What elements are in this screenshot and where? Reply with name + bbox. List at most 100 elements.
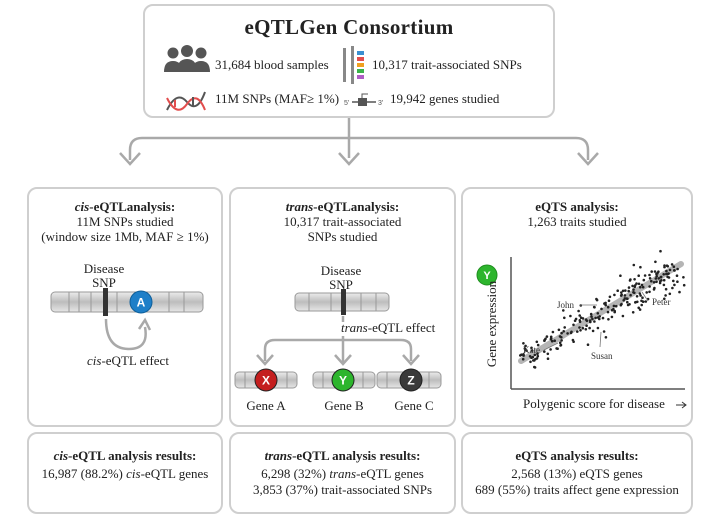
scatter-point [673,269,676,272]
scatter-point [596,316,600,319]
scatter-point [650,279,653,283]
scatter-point [627,286,631,289]
scatter-point [652,281,656,284]
scatter-point [662,273,665,276]
scatter-point [670,263,674,266]
trans-snp-marker [341,289,346,315]
cis-snp-label-1: Disease [83,261,125,276]
dna-icon [166,91,206,111]
scatter-point [682,283,686,287]
scatter-point [638,292,642,295]
scatter-point [654,277,658,280]
scatter-point [662,278,666,282]
scatter-point [632,288,635,291]
scatter-point [560,331,563,335]
scatter-point [544,337,547,341]
scatter-point [608,295,612,299]
stat-blood-samples: 31,684 blood samples [215,57,329,72]
stat-trait-snps: 10,317 trait-associated SNPs [372,57,522,72]
scatter-point [525,349,528,352]
trans-effect-italic: trans [341,320,368,335]
trans-results-line1: 6,298 (32%) trans-eQTL genes [231,466,454,482]
scatter-point [596,312,600,315]
scatter-point [558,335,562,338]
trans-gene-a-badge-letter: X [262,374,270,388]
scatter-point [663,265,666,269]
cis-panel-line2: (window size 1Mb, MAF ≥ 1%) [41,229,209,244]
scatter-point [638,308,642,311]
scatter-point [579,304,583,307]
scatter-point [588,326,591,330]
trans-results-line2: 3,853 (37%) trait-associated SNPs [252,482,433,497]
scatter-point [545,335,549,338]
trans-gene-a-badge [254,368,278,392]
people-icon [164,45,210,72]
scatter-point [672,265,676,268]
cis-results-count: 16,987 (88.2%) [41,466,127,481]
scatter-point [595,298,599,302]
cis-effect-arrow [104,318,147,351]
cis-gene-letter: A [137,296,146,310]
cis-results-title: cis-eQTL analysis results: [29,448,221,464]
scatter-point [606,310,610,314]
scatter-point [588,319,592,322]
scatter-point [659,275,663,279]
scatter-point [571,338,575,342]
scatter-point [569,331,573,335]
snp-bars-icon [343,46,364,84]
gene-3prime-label: 3' [378,100,383,107]
scatter-point [655,274,658,278]
eqts-annotation-john: John [557,300,575,310]
scatter-point [606,305,610,309]
scatter-point [549,348,552,351]
scatter-point [530,349,534,352]
scatter-point [640,283,644,287]
scatter-point [623,294,627,297]
scatter-point [607,299,611,302]
stat-genes: 19,942 genes studied [390,91,500,106]
scatter-point [593,320,596,323]
eqts-results-line1: 2,568 (13%) eQTS genes [511,466,643,481]
trans-gene-c-badge-letter: Z [407,374,414,388]
scatter-point [657,277,660,280]
scatter-point [676,267,679,271]
eqts-results-line2: 689 (55%) traits affect gene expression [475,482,679,497]
trans-gene-c-badge [399,368,423,392]
scatter-point [520,353,523,356]
cis-results-italic: cis [126,466,141,481]
scatter-point [666,265,670,268]
scatter-point [591,329,595,333]
scatter-point [572,323,575,327]
scatter-point [533,353,537,357]
scatter-point [562,309,565,312]
eqts-ylabel: Gene expression [484,280,499,367]
scatter-point [637,306,640,310]
cis-snp-marker [103,288,108,316]
trans-title-italic: trans [285,199,314,214]
scatter-point [620,293,623,297]
scatter-point [614,304,618,308]
scatter-point [678,290,681,294]
trans-panel-title: trans-eQTLanalysis: [231,199,454,215]
scatter-point [629,278,632,281]
trans-results-title-rest: -eQTL analysis results: [292,448,421,463]
scatter-point [641,300,645,303]
scatter-point [522,342,525,345]
eqts-results-title: eQTS analysis results: [515,448,639,463]
scatter-point [620,302,623,306]
scatter-point [566,332,569,335]
stat-snps: 11M SNPs (MAF≥ 1%) [215,91,340,106]
trans-gene-a-label: Gene A [246,398,286,413]
eqts-annotation-kate: Kate [523,345,540,355]
scatter-point [581,326,585,330]
trans-gene-c-label: Gene C [394,398,434,413]
scatter-point [543,350,546,353]
scatter-point [604,301,607,305]
scatter-point [550,339,554,343]
scatter-point [590,315,593,318]
scatter-point [563,316,566,320]
scatter-point [613,293,616,297]
scatter-point [671,286,674,290]
cis-gene-a [129,290,153,314]
scatter-point [533,365,536,369]
